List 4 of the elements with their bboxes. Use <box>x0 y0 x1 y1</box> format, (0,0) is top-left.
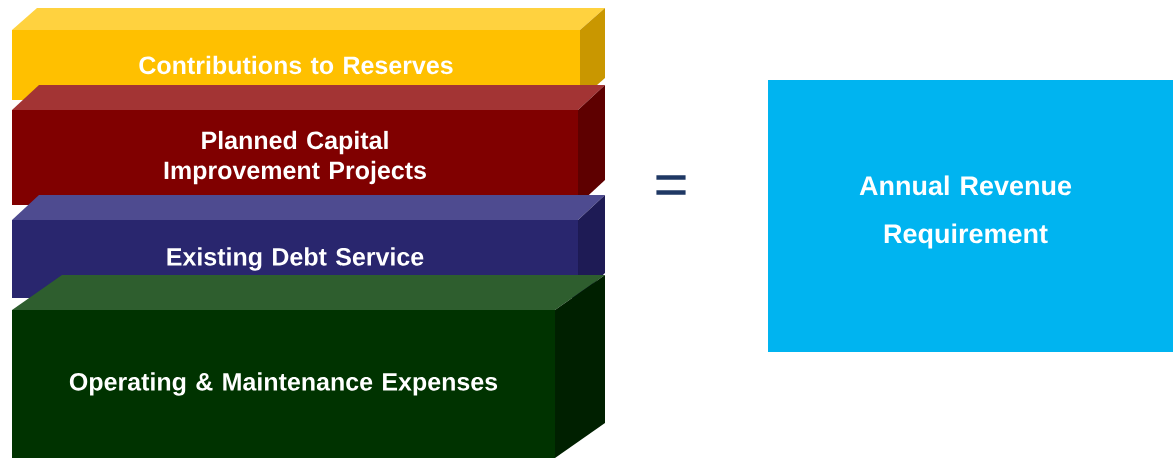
result-box: Annual Revenue Requirement <box>768 80 1173 352</box>
stacked-block: Operating & Maintenance Expenses <box>12 275 605 458</box>
stacked-block: Planned Capital Improvement Projects <box>12 85 605 205</box>
equals-sign: = <box>656 175 686 195</box>
